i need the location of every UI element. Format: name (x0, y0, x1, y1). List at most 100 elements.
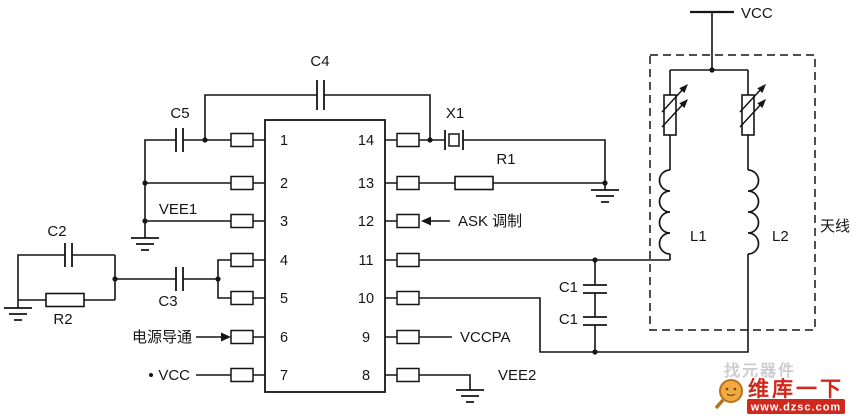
inductor-l2 (747, 169, 760, 255)
magnifier-smile (726, 393, 736, 397)
c4-label: C4 (310, 53, 329, 70)
junction-dot (427, 137, 433, 143)
c5-label: C5 (170, 105, 189, 122)
wire-antenna (669, 12, 749, 260)
watermark-brand: 维库一下 (748, 377, 844, 401)
capacitor-c4 (316, 80, 325, 110)
junction-dots (112, 67, 715, 377)
pin-pad (230, 132, 254, 148)
pin-pad (396, 175, 420, 191)
power-on-label: 电源导通 (132, 329, 192, 346)
crystal-body (448, 133, 460, 147)
c1-upper-label: C1 (559, 279, 578, 296)
pin-number: 10 (358, 291, 374, 307)
capacitor-plates (583, 284, 607, 294)
pin-number: 4 (280, 253, 288, 269)
junction-dot (112, 276, 118, 282)
capacitor-c1-lower (583, 316, 607, 326)
radiation-arrow-line (661, 86, 686, 128)
radiation-arrowhead (679, 99, 688, 108)
r1-label: R1 (496, 151, 515, 168)
radiation-arrowhead (757, 99, 766, 108)
pin-number: 7 (280, 368, 288, 384)
antenna-dashed-box (649, 54, 816, 331)
capacitor-plates (175, 267, 184, 291)
junction-dot (142, 218, 148, 224)
pin-number: 13 (358, 176, 374, 192)
vccpa-label: VCCPA (460, 329, 511, 346)
antenna-label: 天线 (820, 218, 850, 235)
capacitor-plates (175, 128, 184, 152)
pin-pad (230, 213, 254, 229)
pin-pad (396, 367, 420, 383)
vcc-top-label: VCC (741, 5, 773, 22)
radiation-arrowhead (679, 84, 688, 93)
vcc-pin7-label: VCC (158, 367, 190, 384)
ic-chip: 1 2 3 4 5 6 7 14 13 12 11 10 9 8 (230, 119, 420, 393)
ground-bars (456, 389, 484, 403)
wire-pad-connectors (253, 139, 397, 376)
antenna-element-left (661, 84, 688, 136)
capacitor-c3 (175, 267, 184, 291)
power-on-arrowhead (221, 332, 231, 342)
antenna-element-body (741, 94, 755, 136)
r2-label: R2 (53, 311, 72, 328)
antenna-element-right (739, 84, 766, 136)
ic-body (264, 119, 386, 393)
vcc-pin7-bullet (149, 373, 153, 377)
ground-symbol (591, 189, 619, 203)
magnifier-eye (733, 387, 737, 391)
junction-dot (142, 180, 148, 186)
ground-bars (131, 237, 159, 251)
pin-number: 12 (358, 214, 374, 230)
pin-pad (230, 329, 254, 345)
c3-label: C3 (158, 293, 177, 310)
pin-number: 6 (280, 330, 288, 346)
capacitor-c5 (175, 128, 184, 152)
pin-pad (396, 252, 420, 268)
capacitor-plates (316, 80, 325, 110)
crystal-x1 (444, 130, 464, 150)
l1-label: L1 (690, 228, 707, 245)
inductor-l1 (658, 169, 671, 255)
pin-pad (396, 213, 420, 229)
watermark-slogan: 找元器件 (724, 361, 796, 380)
ground-bars (591, 189, 619, 203)
pin-number: 11 (358, 253, 373, 269)
junction-dot (202, 137, 208, 143)
ground-bars (4, 307, 32, 321)
pin-number: 1 (280, 133, 288, 149)
junction-dot (592, 349, 598, 355)
pin-number: 5 (280, 291, 288, 307)
junction-dot (602, 180, 608, 186)
resistor-r1 (454, 175, 494, 191)
pin-pad (396, 132, 420, 148)
c1-lower-label: C1 (559, 311, 578, 328)
radiation-arrowhead (757, 84, 766, 93)
ask-mod-arrowhead (421, 216, 431, 226)
pin-pad (396, 290, 420, 306)
pin-number: 2 (280, 176, 288, 192)
capacitor-c2 (64, 243, 73, 267)
junction-dot (709, 67, 715, 73)
capacitor-c1-upper (583, 284, 607, 294)
junction-dot (215, 276, 221, 282)
pin-number: 3 (280, 214, 288, 230)
pin-pad (230, 367, 254, 383)
ground-symbol (456, 389, 484, 403)
ask-mod-label: ASK 调制 (458, 213, 522, 230)
pin-pad (230, 290, 254, 306)
antenna-element-body (663, 94, 677, 136)
watermark: 找元器件 维库一下 www.dzsc.com (714, 361, 845, 414)
magnifier-icon (714, 379, 743, 410)
junction-dot (592, 257, 598, 263)
magnifier-lens (719, 379, 743, 403)
magnifier-handle (714, 398, 725, 410)
ground-symbol (4, 307, 32, 321)
capacitor-plates (64, 243, 73, 267)
pin-number: 9 (362, 330, 370, 346)
pin-number: 14 (358, 133, 374, 149)
pin-pad (396, 329, 420, 345)
